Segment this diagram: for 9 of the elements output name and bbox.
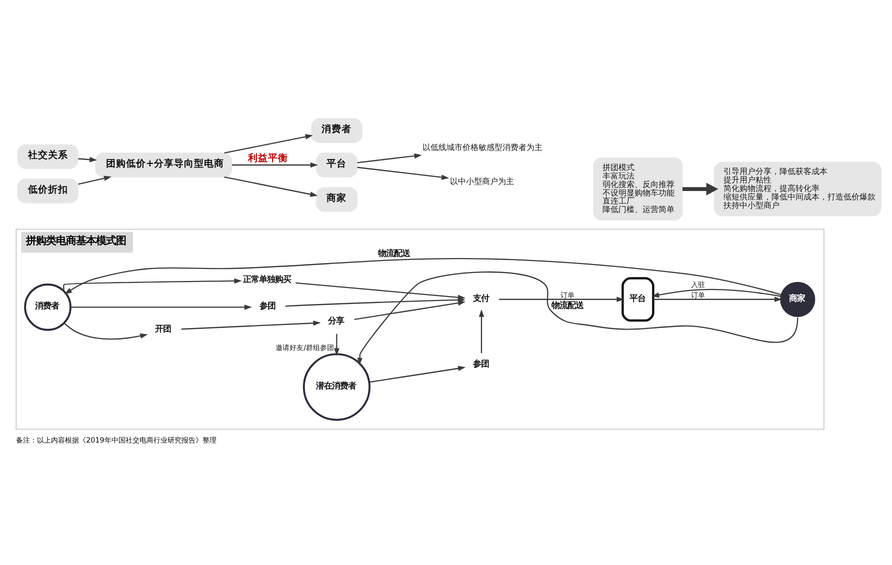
edge-label: 利益平衡 [248, 152, 288, 164]
node-text: 参团 [473, 358, 490, 368]
node-text: 正常单独购买 [242, 274, 291, 284]
node-text: 分享 [328, 315, 344, 326]
node-text: 参团 [259, 300, 276, 310]
node-text: 支付 [473, 292, 490, 302]
edge-label: 物流配送 [551, 300, 584, 310]
edge-label: 物流配送 [378, 248, 410, 258]
node-text: 开团 [155, 322, 172, 333]
